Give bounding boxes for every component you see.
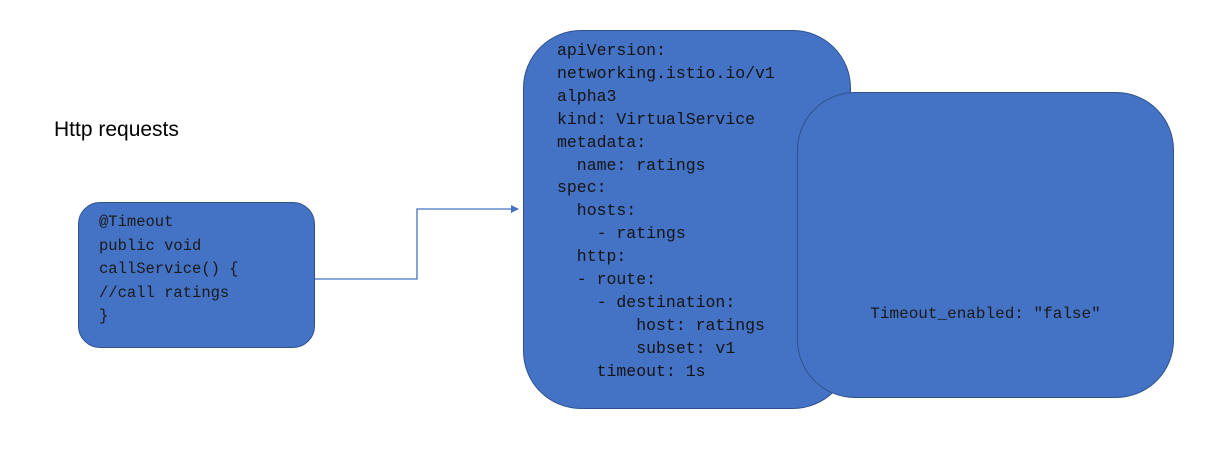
connector-line bbox=[315, 205, 519, 280]
annotation-code-text: @Timeout public void callService() { //c… bbox=[99, 213, 239, 325]
override-config-text: Timeout_enabled: "false" bbox=[870, 305, 1101, 323]
override-config-box: Timeout_enabled: "false" bbox=[797, 92, 1174, 398]
annotation-code-box: @Timeout public void callService() { //c… bbox=[78, 202, 315, 348]
diagram-title: Http requests bbox=[54, 118, 179, 141]
virtual-service-yaml-text: apiVersion: networking.istio.io/v1 alpha… bbox=[557, 41, 775, 381]
virtual-service-yaml-box: apiVersion: networking.istio.io/v1 alpha… bbox=[523, 30, 851, 409]
